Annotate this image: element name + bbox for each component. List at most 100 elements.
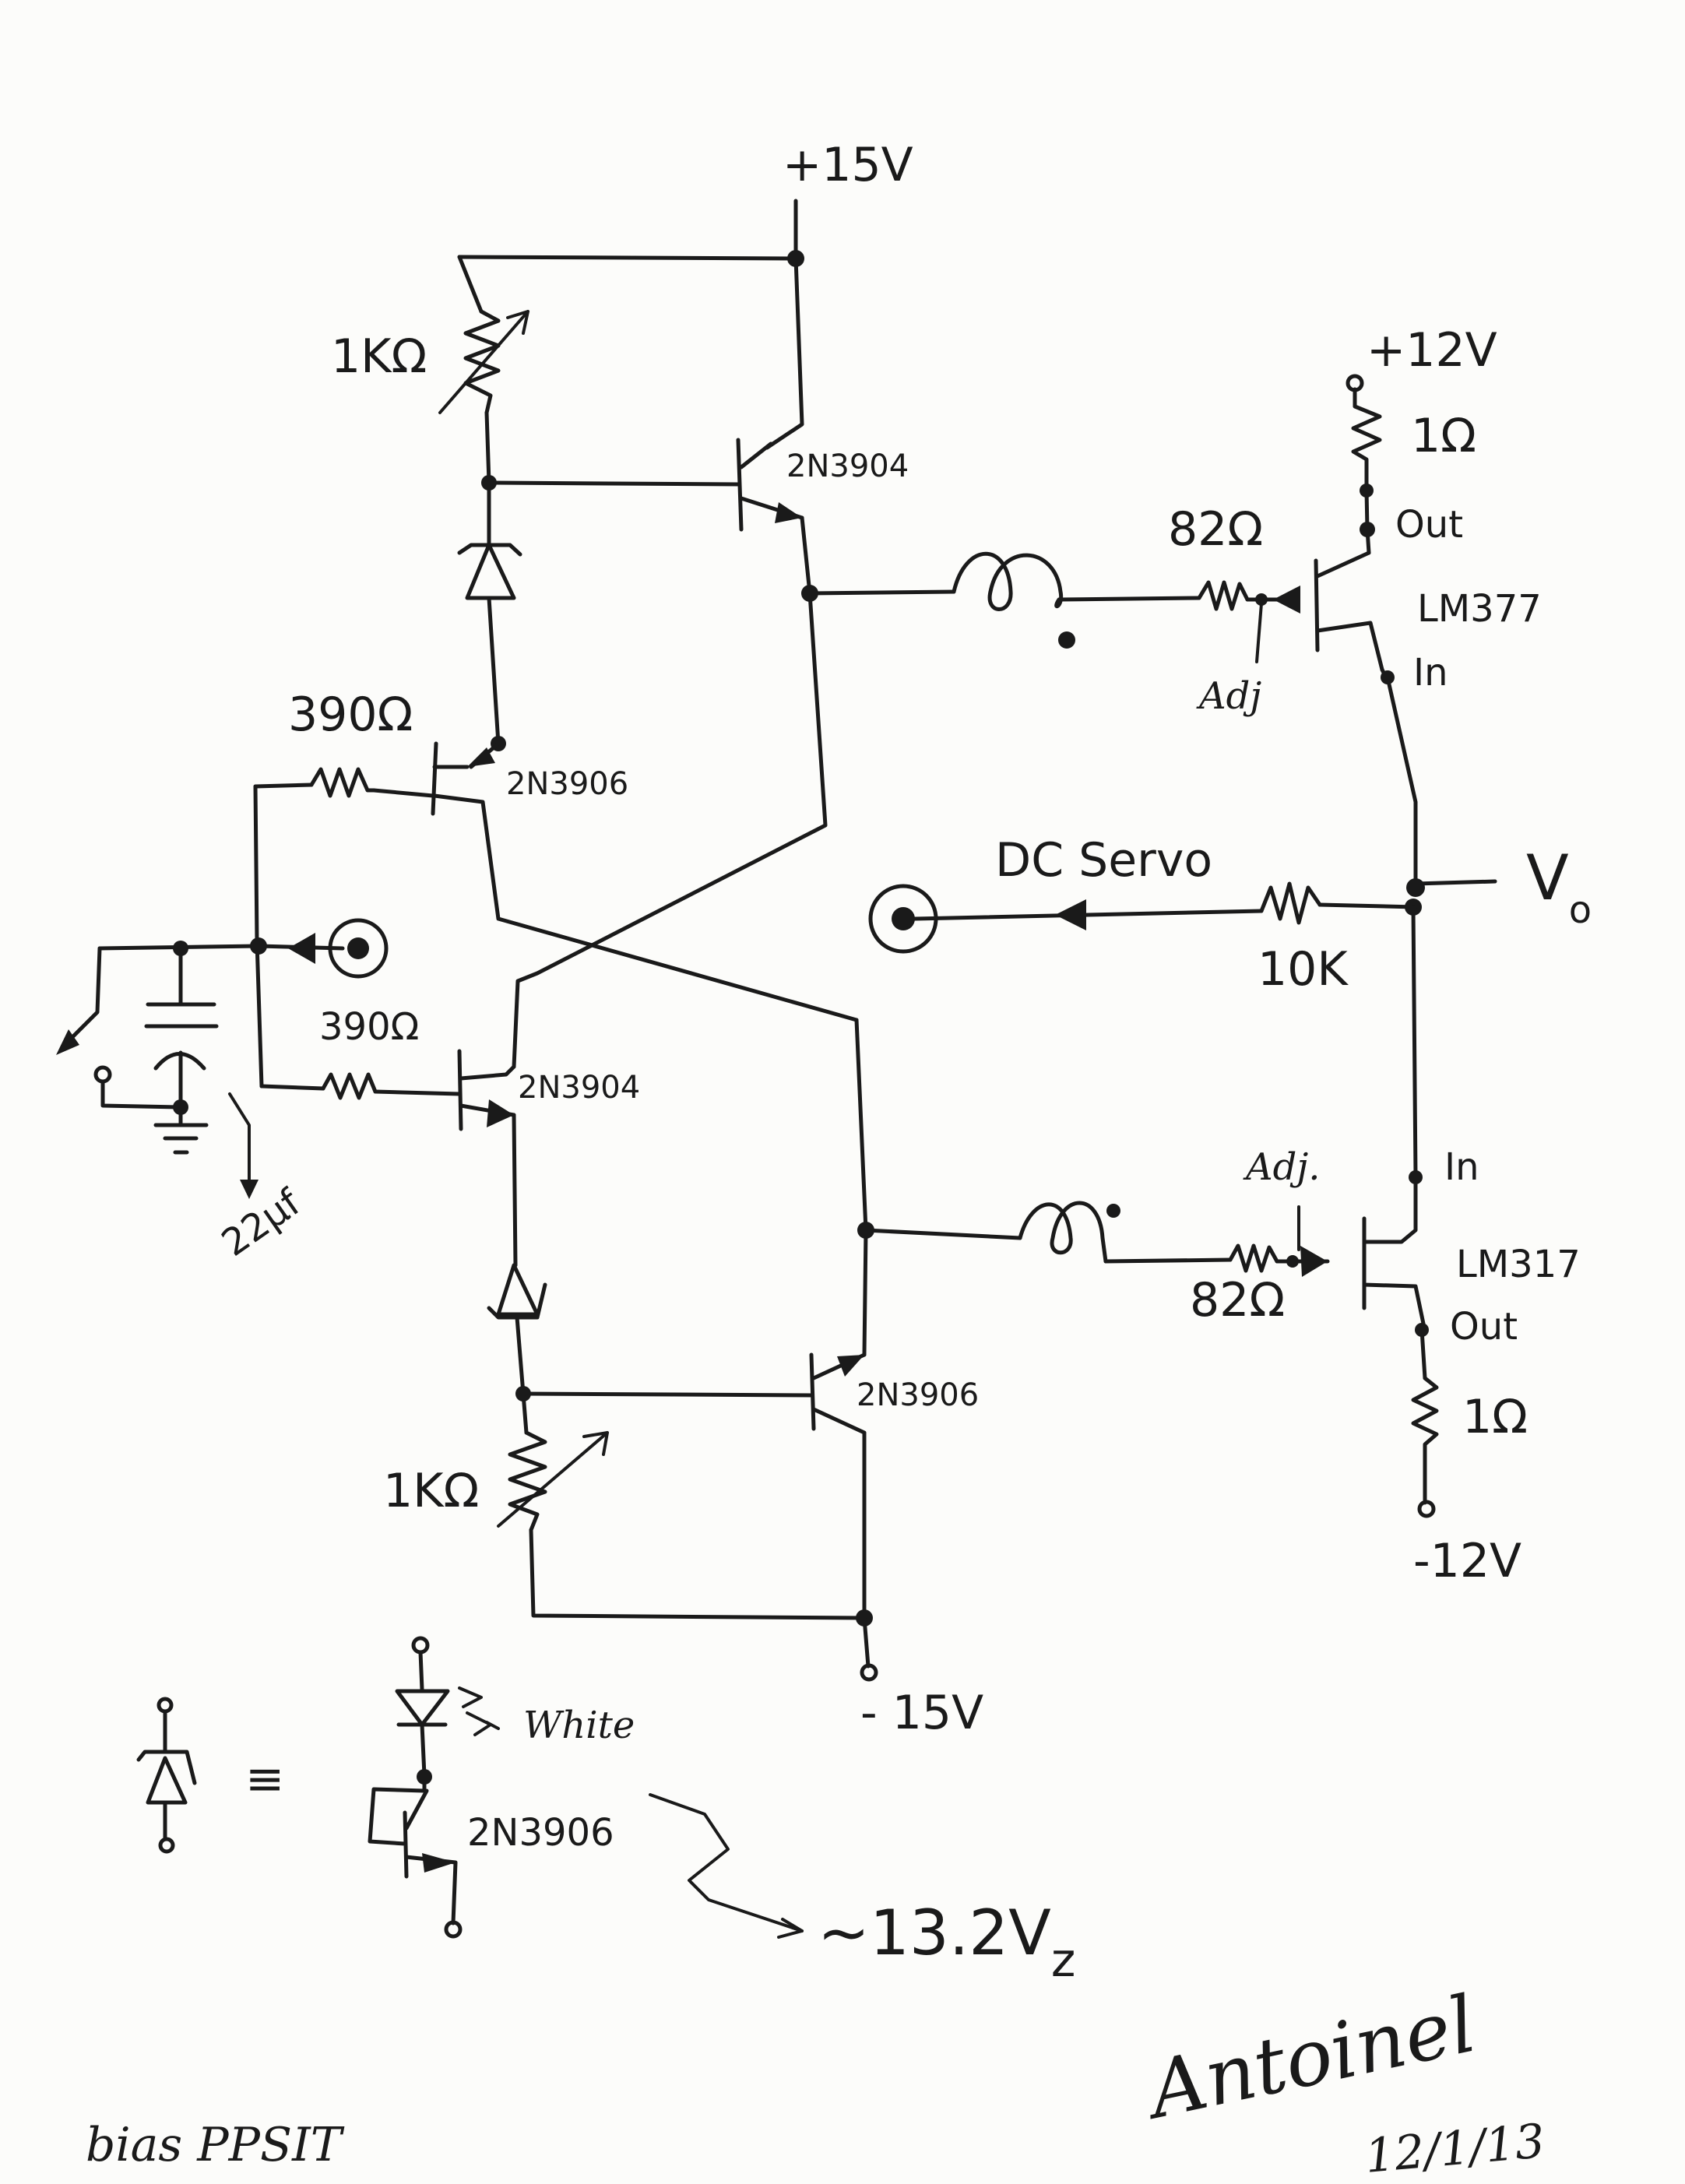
adj-top-pointer: [1255, 602, 1263, 663]
label-r-390-top: 390Ω: [288, 688, 413, 742]
legend-bottom-terminal: [444, 1920, 463, 1939]
pot-bottom-arrow: [497, 1431, 609, 1528]
legend-voltage: ~13.2Vz: [818, 1897, 1075, 1988]
wire-390-top-to-base: [371, 788, 435, 798]
wire-top-emitter-to-inductor: [807, 589, 956, 596]
wire-to-bottom-base: [521, 1391, 814, 1398]
wire-pot-top-down: [484, 410, 491, 485]
inductor-bottom-dot: [1106, 1204, 1120, 1218]
input-jack-center: [347, 937, 369, 959]
label-neg12: -12V: [1413, 1534, 1521, 1588]
label-r-390-bottom: 390Ω: [319, 1005, 419, 1049]
switch-arrow: [56, 1029, 79, 1055]
wire-390-top-left: [253, 783, 314, 789]
resistor-390-top: [309, 767, 376, 798]
label-1-bottom: 1Ω: [1462, 1390, 1528, 1444]
cap-label-pointer: [228, 1092, 251, 1193]
servo-arrow: [1055, 899, 1086, 930]
wire-10k-to-jack: [913, 909, 1264, 921]
label-82-top: 82Ω: [1168, 502, 1263, 557]
label-pos12: +12V: [1367, 323, 1497, 378]
wire-vo-out: [1413, 879, 1497, 886]
arrow-adj-bottom: [1300, 1246, 1328, 1277]
transistor-top-left-collector: [432, 793, 859, 1022]
label-pin-adj-top: Adj: [1196, 674, 1261, 718]
inductor-bottom: [1018, 1201, 1108, 1264]
label-vo-main: V: [1526, 842, 1569, 914]
wire-cross-lower-collector: [854, 1018, 868, 1233]
wire-390-bottom-to-base: [373, 1089, 462, 1096]
node-vo: [1406, 878, 1425, 897]
wire-switch: [64, 946, 102, 1046]
wire-inductor-to-82-bottom: [1103, 1257, 1233, 1264]
transistor-bottom-left-arrow: [487, 1099, 514, 1127]
ground-symbol: [153, 1123, 209, 1155]
inductor-top: [952, 551, 1064, 611]
label-pin-adj-bottom: Adj.: [1243, 1145, 1321, 1189]
legend-voltage-sub: z: [1051, 1933, 1076, 1988]
wire-in-top-to-vo: [1385, 675, 1418, 882]
label-82-bottom: 82Ω: [1190, 1273, 1285, 1328]
reg-top-body: [1314, 550, 1384, 672]
label-q-bottom-left: 2N3904: [518, 1070, 640, 1106]
footer-signature: Antoinel: [1135, 1978, 1483, 2137]
label-pin-out-top: Out: [1395, 503, 1463, 547]
legend-led: [395, 1650, 450, 1778]
wire-neg15-stub: [862, 1616, 871, 1669]
label-pin-in-top: In: [1413, 651, 1448, 695]
servo-jack-center: [892, 907, 915, 930]
bottom-regulator: [864, 1175, 1439, 1518]
top-branch: [438, 199, 818, 769]
terminal-pos12: [1346, 374, 1364, 392]
output-section: [868, 878, 1497, 1184]
reg-bottom-body: [1362, 1175, 1426, 1326]
wire-top-rail: [457, 255, 798, 261]
resistor-82-bottom: [1228, 1243, 1279, 1273]
wire-pot-top-left: [457, 255, 484, 314]
top-regulator: [807, 374, 1418, 882]
pot-top-arrow: [438, 310, 529, 414]
node-adj-top: [1255, 593, 1268, 606]
cap-label-pointer-head: [240, 1180, 259, 1199]
label-reg-top: LM377: [1417, 587, 1542, 631]
legend-pointer: [649, 1793, 804, 1933]
resistor-10k: [1259, 881, 1322, 925]
resistor-1-top: [1351, 387, 1382, 493]
transistor-bottom-left-base: [457, 1049, 463, 1131]
transistor-top-right-collector: [739, 441, 773, 470]
wire-out-to-sense-bottom: [1419, 1328, 1427, 1380]
bottom-branch: [487, 1222, 878, 1682]
legend-pointer-head: [777, 1918, 804, 1939]
input-arrow: [288, 933, 315, 964]
label-neg15: - 15V: [860, 1686, 983, 1740]
input-stage: [56, 591, 868, 1268]
input-jack-outer: [328, 918, 389, 979]
transistor-top-right-base: [736, 438, 744, 532]
wire-input-vertical: [253, 784, 264, 1088]
zener-bottom-symbol: [487, 1263, 547, 1320]
legend-transistor-label: 2N3906: [467, 1811, 614, 1855]
legend-transistor-arrow: [422, 1853, 456, 1873]
wire-390-bottom-left: [259, 1084, 325, 1091]
legend-zener-bottom-terminal: [158, 1837, 175, 1854]
pot-top-zigzag: [463, 309, 501, 415]
wire-bottom-emitter-down: [512, 1113, 518, 1268]
label-pin-in-bottom: In: [1444, 1145, 1479, 1189]
label-cap: 22µf: [214, 1180, 309, 1265]
transistor-top-left-base: [431, 741, 438, 816]
label-q-top-left: 2N3906: [506, 766, 628, 802]
node-adj-bottom: [1286, 1255, 1299, 1268]
legend-transistor: [368, 1774, 458, 1926]
wire-pot-bottom-top: [521, 1391, 529, 1435]
wire-vo-to-10k: [1317, 902, 1418, 909]
zener-top-symbol: [457, 543, 522, 600]
legend-led-top-terminal: [411, 1636, 430, 1655]
inductor-top-dot: [1058, 631, 1075, 649]
label-pot-bottom: 1KΩ: [383, 1464, 479, 1518]
label-pot-top: 1KΩ: [331, 329, 427, 384]
legend-led-rays: [458, 1686, 500, 1736]
wire-pot-bottom-down: [529, 1528, 867, 1620]
wire-cross-top-collector: [512, 591, 828, 1069]
